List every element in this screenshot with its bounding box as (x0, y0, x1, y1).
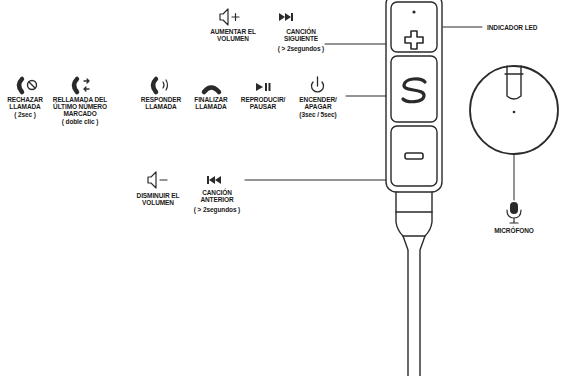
volume-up-icon (220, 9, 239, 25)
callout-label: MICRÓFONO (486, 227, 542, 234)
play-pause-icon (256, 83, 271, 91)
callout-label: (3sec / 5sec) (293, 111, 343, 118)
callout-label: REPRODUCIR/ PAUSAR (238, 96, 288, 110)
answer-call-icon (153, 79, 168, 92)
callout-label: ENCENDER/ APAGAR (295, 96, 341, 110)
callout-label: FINALIZAR LLAMADA (190, 96, 232, 110)
callout-label: CANCIÓN SIGUIENTE (280, 28, 322, 42)
callout-label: ( 2sec ) (5, 111, 45, 118)
volume-down-icon (148, 172, 167, 188)
end-call-icon (204, 88, 219, 93)
redial-icon (74, 79, 89, 92)
microphone-detail (470, 66, 558, 223)
callout-label: DISMINUIR EL VOLUMEN (132, 192, 184, 206)
callout-label: ( > 2segundos ) (276, 45, 326, 52)
callout-label: RESPONDER LLAMADA (139, 96, 183, 110)
power-icon (312, 77, 324, 92)
callout-label: RECHAZAR LLAMADA (4, 96, 46, 110)
callout-label: INDICADOR LED (487, 24, 557, 31)
leader-lines (245, 27, 514, 200)
callout-label: RELLAMADA DEL ÚLTIMO NÚMERO MARCADO (49, 96, 111, 117)
callout-label: ( doble clic ) (55, 118, 105, 125)
callout-label: ( > 2segundos ) (192, 206, 242, 213)
previous-track-icon (207, 176, 221, 184)
reject-call-icon (19, 79, 37, 92)
remote-body (386, 0, 442, 376)
callout-label: AUMENTAR EL VOLUMEN (206, 28, 260, 42)
next-track-icon (279, 13, 293, 21)
callout-label: CANCIÓN ANTERIOR (196, 189, 238, 203)
